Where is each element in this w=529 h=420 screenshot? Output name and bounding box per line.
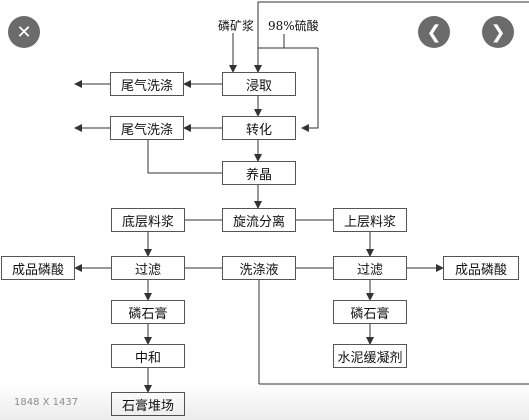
close-icon: ✕ bbox=[16, 21, 32, 43]
phosphogypsum-box-left: 磷石膏 bbox=[111, 300, 185, 324]
gypsum-stockpile-box: 石膏堆场 bbox=[111, 392, 185, 416]
filter-box-right: 过滤 bbox=[333, 256, 407, 280]
acid-to-conversion-arrow bbox=[301, 48, 319, 132]
bottom-slurry-box: 底层料浆 bbox=[111, 208, 185, 232]
previous-image-button[interactable]: ❮ bbox=[418, 16, 450, 48]
tail-gas-wash-box-1: 尾气洗涤 bbox=[110, 72, 184, 96]
cement-retarder-box: 水泥缓凝剂 bbox=[333, 344, 407, 368]
phosphogypsum-box-right: 磷石膏 bbox=[333, 300, 407, 324]
phosphate-slurry-label: 磷矿浆 bbox=[218, 19, 255, 33]
close-button[interactable]: ✕ bbox=[8, 16, 40, 48]
chevron-left-icon: ❮ bbox=[426, 21, 442, 43]
cyclone-separation-box: 旋流分离 bbox=[222, 208, 296, 232]
conversion-box: 转化 bbox=[222, 116, 296, 140]
recycle-loop-line bbox=[257, 1, 529, 48]
wash-return-line bbox=[147, 140, 222, 174]
chevron-right-icon: ❯ bbox=[490, 21, 506, 43]
crystal-growth-box: 养晶 bbox=[222, 161, 296, 185]
neutralization-box: 中和 bbox=[111, 344, 185, 368]
product-acid-box-left: 成品磷酸 bbox=[1, 256, 75, 280]
image-dimensions: 1848 X 1437 bbox=[14, 397, 79, 408]
filter-box-left: 过滤 bbox=[111, 256, 185, 280]
leaching-box: 浸取 bbox=[222, 72, 296, 96]
next-image-button[interactable]: ❯ bbox=[482, 16, 514, 48]
tail-gas-wash-box-2: 尾气洗涤 bbox=[110, 116, 184, 140]
top-slurry-box: 上层料浆 bbox=[333, 208, 407, 232]
wash-liquid-box: 洗涤液 bbox=[222, 256, 296, 280]
sulfuric-acid-label: 98%硫酸 bbox=[268, 19, 319, 33]
product-acid-box-right: 成品磷酸 bbox=[443, 256, 519, 280]
